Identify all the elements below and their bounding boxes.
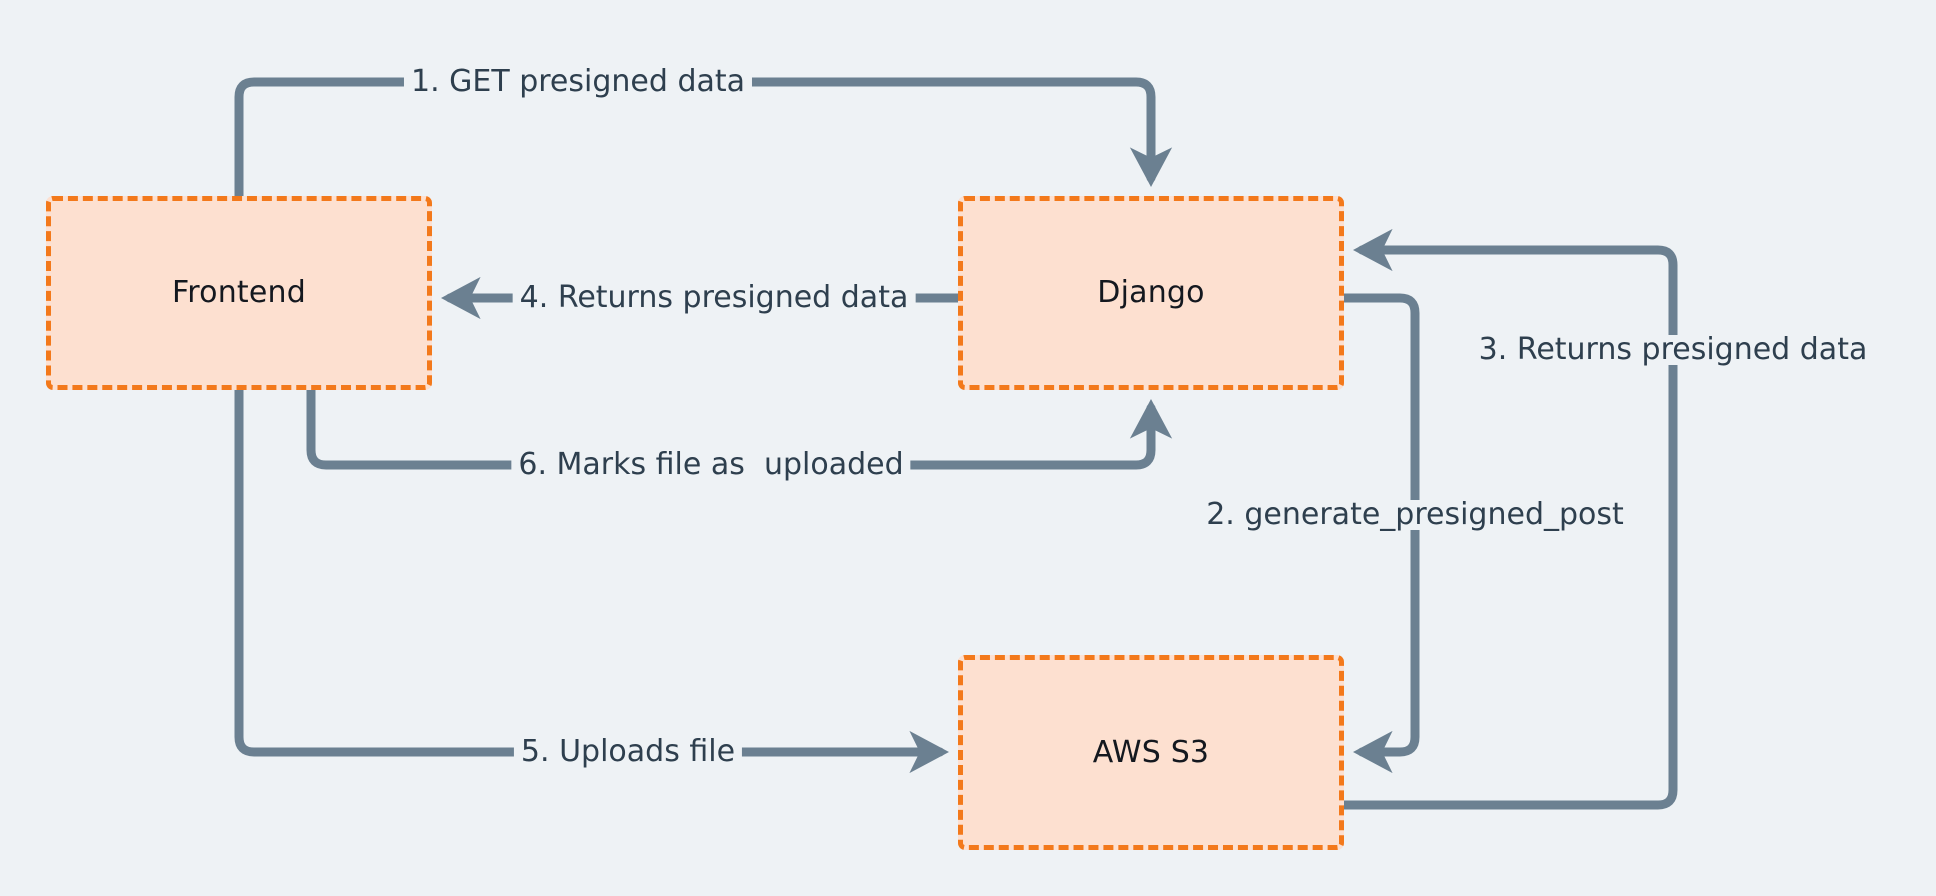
edge-label-5-uploads-file: 5. Uploads file [513, 737, 743, 767]
edge-label-4-returns-presigned-data: 4. Returns presigned data [512, 283, 916, 313]
edge-label-1-get-presigned-data: 1. GET presigned data [403, 67, 753, 97]
edge-label-2-generate-presigned-post: 2. generate_presigned_post [1199, 500, 1631, 530]
edge-label-3-returns-presigned-data: 3. Returns presigned data [1471, 335, 1875, 365]
edge-label-6-marks-file-as-uploaded: 6. Marks file as uploaded [511, 450, 911, 480]
node-django[interactable]: Django [958, 196, 1344, 390]
edge-path-5 [234, 385, 950, 774]
edge-path-3 [1339, 228, 1678, 810]
node-frontend[interactable]: Frontend [46, 196, 432, 390]
node-django-label: Django [1097, 275, 1205, 310]
node-aws-s3[interactable]: AWS S3 [958, 655, 1344, 850]
node-frontend-label: Frontend [172, 275, 306, 310]
edge-path-1 [234, 77, 1173, 201]
node-aws-s3-label: AWS S3 [1092, 734, 1210, 770]
